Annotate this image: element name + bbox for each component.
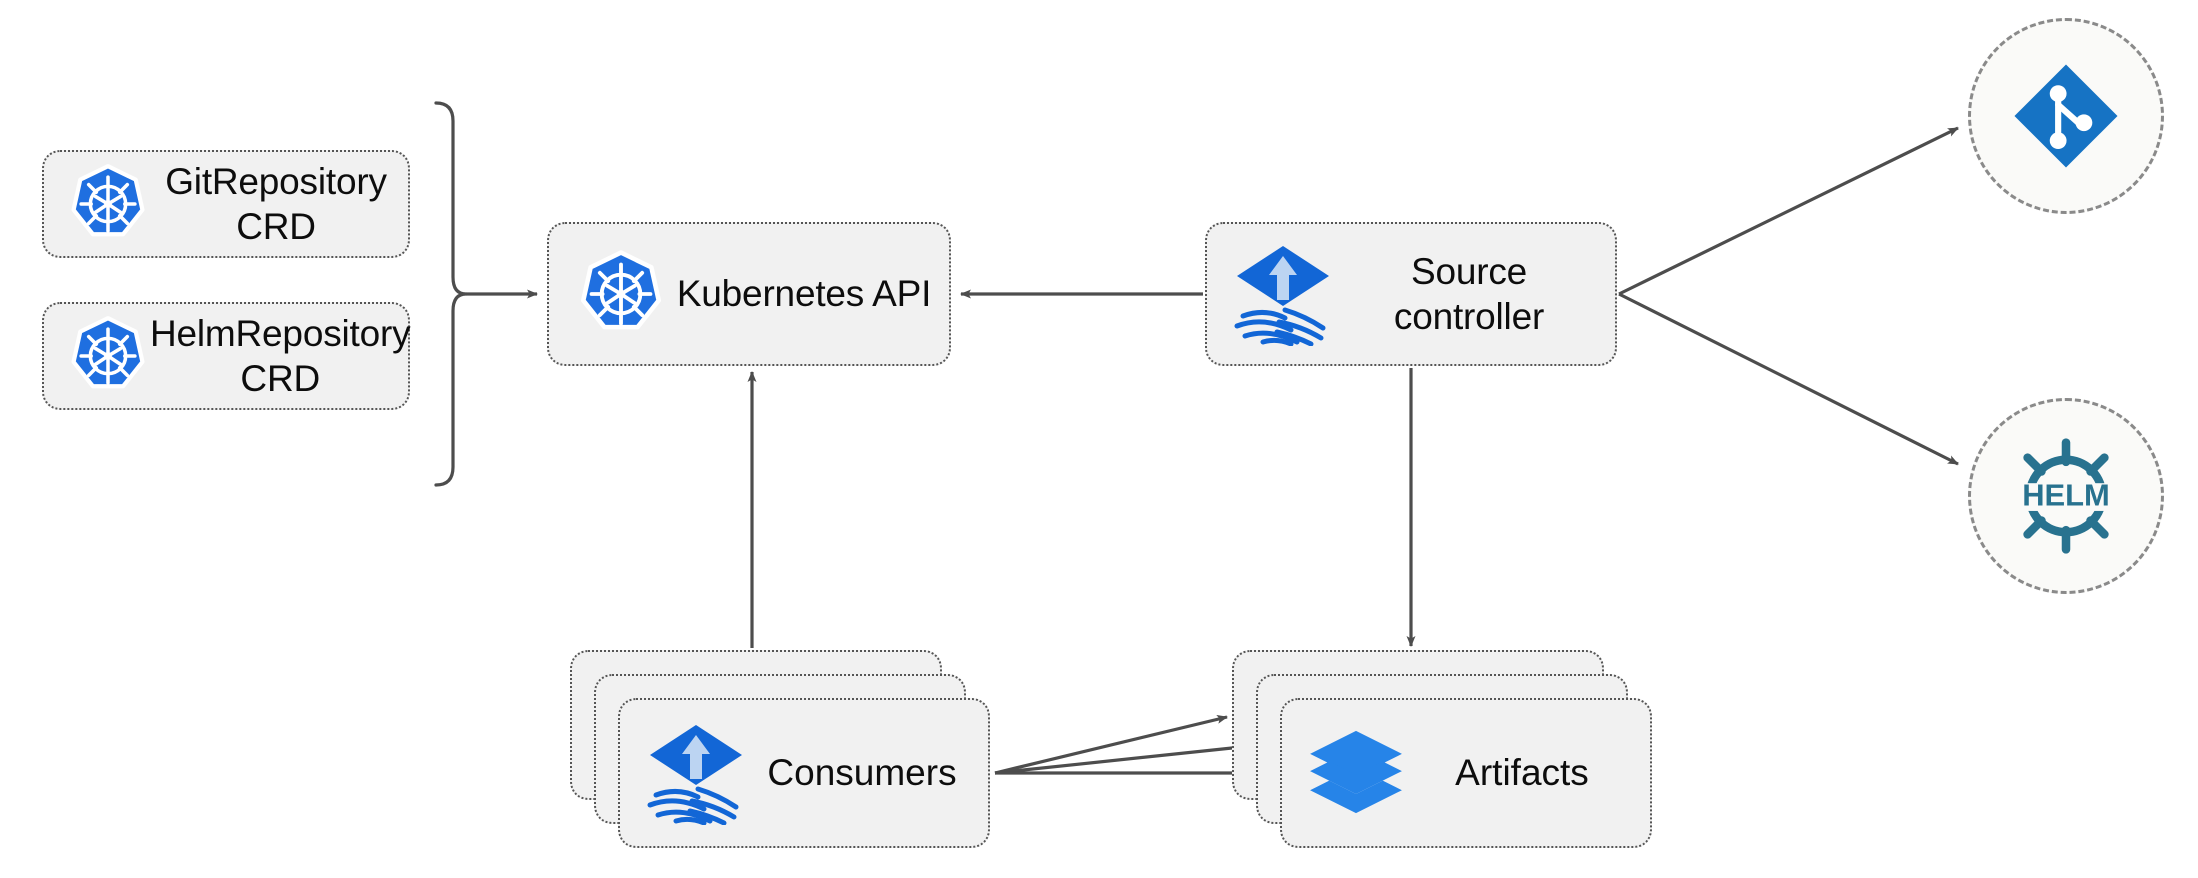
gitrepository-crd-label: GitRepository CRD (165, 160, 387, 247)
edge-consumers-to-artifacts-2 (994, 742, 1252, 775)
consumers-node[interactable]: Consumers (618, 698, 990, 848)
edge-consumers-to-artifacts-1 (994, 714, 1228, 775)
git-icon (2014, 64, 2118, 168)
source-controller-label: Source controller (1393, 250, 1545, 337)
helmrepository-crd-node[interactable]: HelmRepository CRD (42, 302, 411, 410)
git-external-system[interactable] (1968, 18, 2164, 214)
helm-icon: HELM (2010, 438, 2122, 554)
kubernetes-api-node[interactable]: Kubernetes API (547, 222, 951, 366)
helm-label: HELM (2022, 478, 2110, 513)
crd-group-bracket (434, 101, 538, 487)
kubernetes-icon (66, 162, 150, 246)
kubernetes-icon (66, 314, 150, 398)
edge-source-to-git (1618, 126, 1959, 296)
consumers-label: Consumers (767, 752, 957, 793)
gitrepository-crd-node[interactable]: GitRepository CRD (42, 150, 410, 258)
helmrepository-crd-label: HelmRepository CRD (150, 312, 411, 399)
artifacts-label: Artifacts (1455, 752, 1589, 793)
artifacts-node[interactable]: Artifacts (1280, 698, 1652, 848)
source-controller-node[interactable]: Source controller (1205, 222, 1617, 366)
helm-external-system[interactable]: HELM (1968, 398, 2164, 594)
kubernetes-icon (575, 248, 667, 340)
kubernetes-api-label: Kubernetes API (676, 273, 932, 315)
flux-icon (1233, 242, 1333, 346)
layers-icon (1308, 729, 1404, 817)
edge-source-to-helm (1618, 292, 1959, 466)
flux-icon (646, 721, 746, 825)
